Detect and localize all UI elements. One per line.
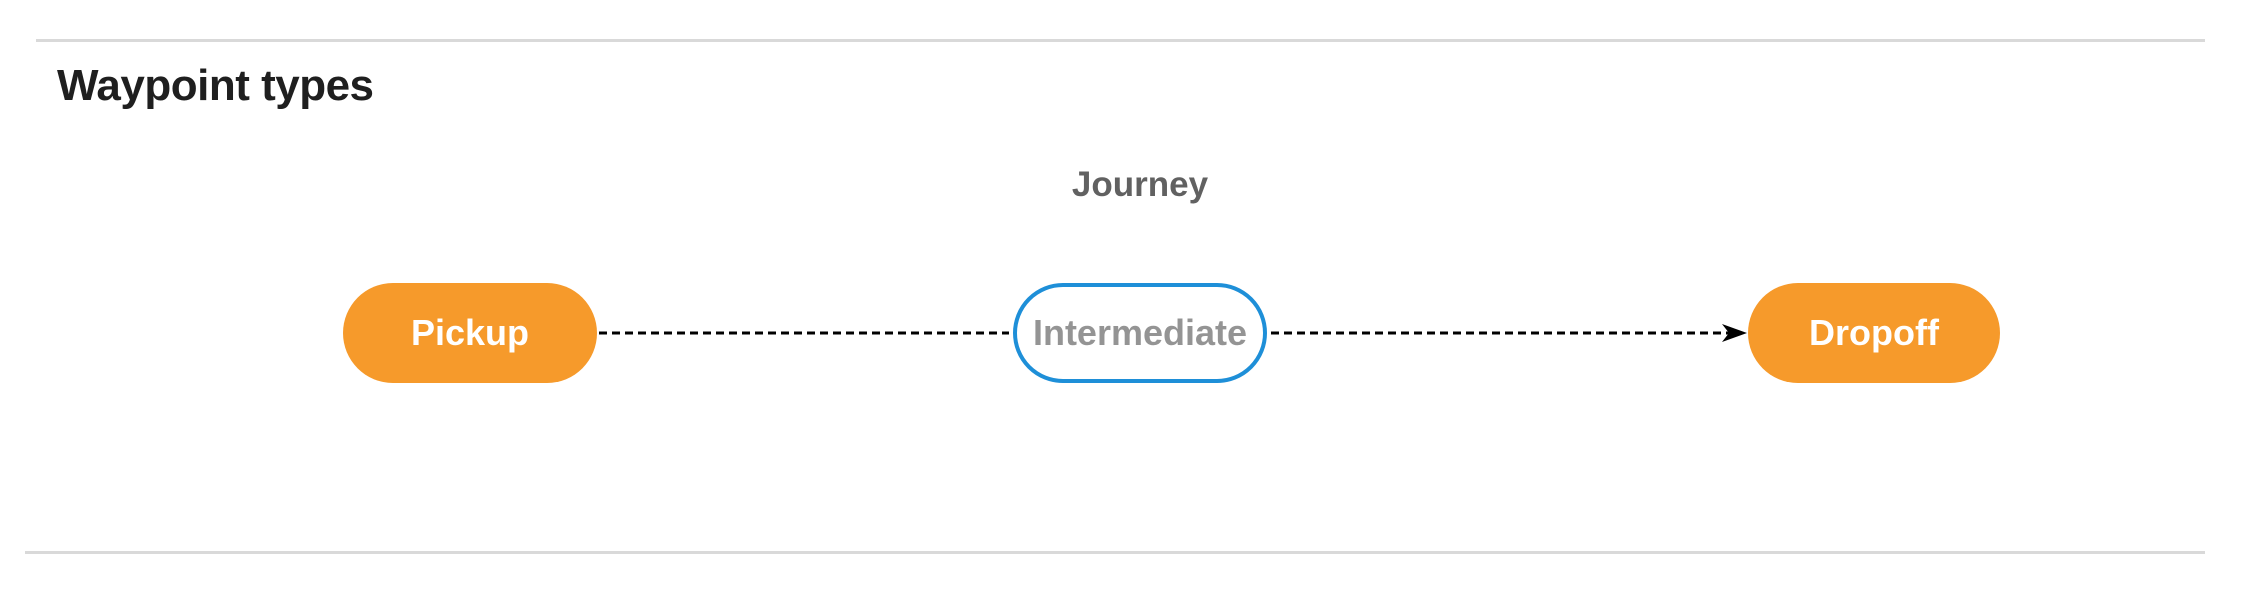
top-divider	[36, 39, 2205, 42]
journey-group-label: Journey	[1071, 165, 1209, 204]
page-title: Waypoint types	[57, 61, 374, 110]
bottom-divider	[25, 551, 2205, 554]
node-intermediate: Intermediate	[1013, 283, 1267, 383]
node-pickup: Pickup	[343, 283, 597, 383]
node-dropoff: Dropoff	[1748, 283, 2000, 383]
arrowhead-icon	[1722, 324, 1747, 342]
